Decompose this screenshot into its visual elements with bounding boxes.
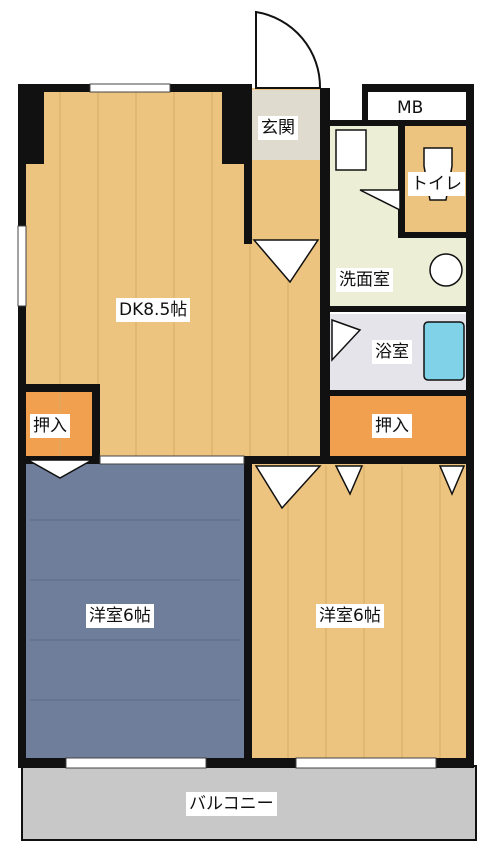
door-swings [25,189,466,510]
closet-right-label: 押入 [372,414,412,438]
western-left-label: 洋室6帖 [86,604,154,628]
bath-label: 浴室 [372,340,412,364]
dk-label: DK8.5帖 [116,298,191,322]
washer-pan [335,129,367,171]
bathtub [423,321,465,381]
mb-label: MB [394,96,427,120]
western-right-label: 洋室6帖 [316,604,384,628]
entrance-door [255,10,322,89]
hall-floor [250,160,326,240]
entrance-label: 玄関 [258,116,298,140]
wash-basin [429,253,463,287]
carpet-texture [30,519,240,701]
closet-left-label: 押入 [30,414,70,438]
walls [18,84,474,768]
wood-grain [59,92,441,760]
windows [17,83,437,769]
balcony-label: バルコニー [186,792,277,816]
toilet-label: トイレ [408,172,465,196]
washroom-label: 洗面室 [336,268,393,292]
